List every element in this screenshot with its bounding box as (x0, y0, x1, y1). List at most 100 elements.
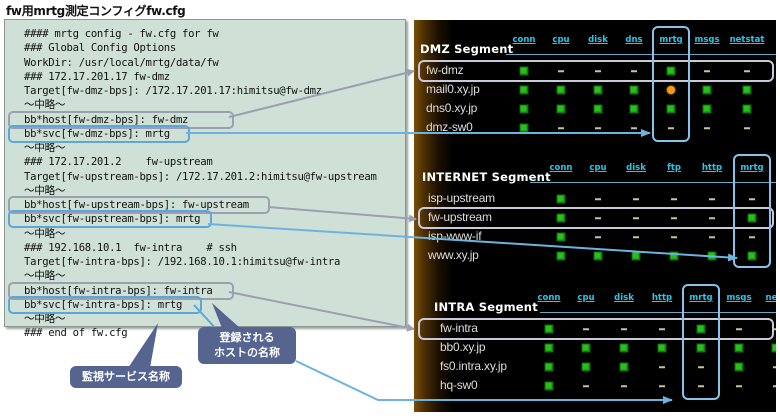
host-name[interactable]: hq-sw0 (440, 378, 478, 392)
status-green-icon[interactable] (556, 194, 566, 204)
config-line: ～中略～ (24, 184, 66, 197)
status-none-icon (744, 127, 750, 129)
status-none-icon (709, 236, 715, 238)
status-green-icon[interactable] (747, 213, 757, 223)
status-none-icon (709, 217, 715, 219)
mrtg-column-highlight (733, 154, 771, 268)
status-none-icon (749, 198, 755, 200)
column-header-disk[interactable]: disk (588, 35, 608, 45)
status-green-icon[interactable] (581, 362, 591, 372)
status-green-icon[interactable] (696, 324, 706, 334)
host-name[interactable]: mail0.xy.jp (426, 82, 480, 96)
status-green-icon[interactable] (734, 362, 744, 372)
status-green-icon[interactable] (556, 213, 566, 223)
status-green-icon[interactable] (593, 251, 603, 261)
status-green-icon[interactable] (734, 343, 744, 353)
host-name[interactable]: fs0.intra.xy.jp (440, 359, 507, 373)
status-green-icon[interactable] (619, 362, 629, 372)
column-header-nets[interactable]: nets (765, 293, 776, 303)
status-none-icon (749, 236, 755, 238)
segment-title: DMZ Segment (420, 42, 514, 56)
status-green-icon[interactable] (544, 381, 554, 391)
callout-host-name: 登録される ホストの名称 (198, 327, 296, 364)
status-green-icon[interactable] (666, 104, 676, 114)
status-green-icon[interactable] (581, 343, 591, 353)
column-header-cpu[interactable]: cpu (577, 293, 595, 303)
status-green-icon[interactable] (666, 66, 676, 76)
status-green-icon[interactable] (556, 104, 566, 114)
status-none-icon (631, 70, 637, 72)
host-name[interactable]: www.xy.jp (428, 248, 479, 262)
column-header-dns[interactable]: dns (625, 35, 643, 45)
column-header-http[interactable]: http (701, 163, 723, 173)
column-header-mrtg[interactable]: mrtg (659, 35, 683, 45)
status-green-icon[interactable] (544, 324, 554, 334)
status-none-icon (704, 127, 710, 129)
segment-title: INTRA Segment (434, 300, 538, 314)
column-header-ftp[interactable]: ftp (667, 163, 681, 173)
config-line: ### Global Config Options (24, 42, 176, 55)
status-none-icon (595, 217, 601, 219)
config-line: bb*host[fw-upstream-bps]: fw-upstream (24, 199, 249, 211)
status-none-icon (583, 385, 589, 387)
status-green-icon[interactable] (544, 362, 554, 372)
column-header-msgs[interactable]: msgs (726, 293, 752, 303)
column-header-mrtg[interactable]: mrtg (740, 163, 764, 173)
status-green-icon[interactable] (696, 343, 706, 353)
status-orange-icon[interactable] (667, 86, 675, 94)
status-green-icon[interactable] (619, 343, 629, 353)
status-green-icon[interactable] (556, 232, 566, 242)
column-header-mrtg[interactable]: mrtg (689, 293, 713, 303)
column-header-disk[interactable]: disk (614, 293, 634, 303)
status-green-icon[interactable] (519, 85, 529, 95)
status-green-icon[interactable] (556, 85, 566, 95)
host-name[interactable]: bb0.xy.jp (440, 340, 486, 354)
status-none-icon (595, 70, 601, 72)
status-green-icon[interactable] (519, 66, 529, 76)
host-name[interactable]: isp-upstream (428, 191, 495, 205)
column-header-conn[interactable]: conn (512, 35, 536, 45)
column-header-cpu[interactable]: cpu (589, 163, 607, 173)
status-green-icon[interactable] (669, 251, 679, 261)
status-green-icon[interactable] (657, 343, 667, 353)
column-header-conn[interactable]: conn (537, 293, 561, 303)
status-green-icon[interactable] (629, 85, 639, 95)
host-name[interactable]: fw-dmz (426, 63, 464, 77)
column-header-http[interactable]: http (651, 293, 673, 303)
status-green-icon[interactable] (747, 251, 757, 261)
column-header-conn[interactable]: conn (549, 163, 573, 173)
column-header-disk[interactable]: disk (626, 163, 646, 173)
status-green-icon[interactable] (771, 343, 776, 353)
status-green-icon[interactable] (556, 251, 566, 261)
column-header-cpu[interactable]: cpu (552, 35, 570, 45)
host-name[interactable]: dmz-sw0 (426, 120, 473, 134)
status-none-icon (633, 217, 639, 219)
host-row-highlight (418, 60, 774, 82)
status-green-icon[interactable] (593, 85, 603, 95)
status-none-icon (558, 70, 564, 72)
config-line: Target[fw-dmz-bps]: /172.17.201.17:himit… (24, 85, 322, 97)
svc-highlight-fw-upstream (8, 210, 212, 229)
status-green-icon[interactable] (629, 104, 639, 114)
status-green-icon[interactable] (544, 343, 554, 353)
host-highlight-fw-upstream (8, 196, 270, 214)
status-none-icon (558, 127, 564, 129)
host-link-fw-dmz (228, 68, 415, 118)
status-green-icon[interactable] (593, 104, 603, 114)
status-green-icon[interactable] (742, 85, 752, 95)
status-none-icon (659, 366, 665, 368)
column-header-netstat[interactable]: netstat (729, 35, 765, 45)
status-green-icon[interactable] (742, 104, 752, 114)
status-green-icon[interactable] (702, 85, 712, 95)
status-green-icon[interactable] (519, 104, 529, 114)
status-none-icon (633, 236, 639, 238)
host-name[interactable]: fw-upstream (428, 210, 492, 224)
status-none-icon (583, 328, 589, 330)
status-none-icon (671, 198, 677, 200)
status-none-icon (631, 127, 637, 129)
host-name[interactable]: dns0.xy.jp (426, 101, 478, 115)
segment-header-rule (506, 54, 776, 55)
host-name[interactable]: fw-intra (440, 321, 478, 335)
status-green-icon[interactable] (702, 104, 712, 114)
column-header-msgs[interactable]: msgs (694, 35, 720, 45)
